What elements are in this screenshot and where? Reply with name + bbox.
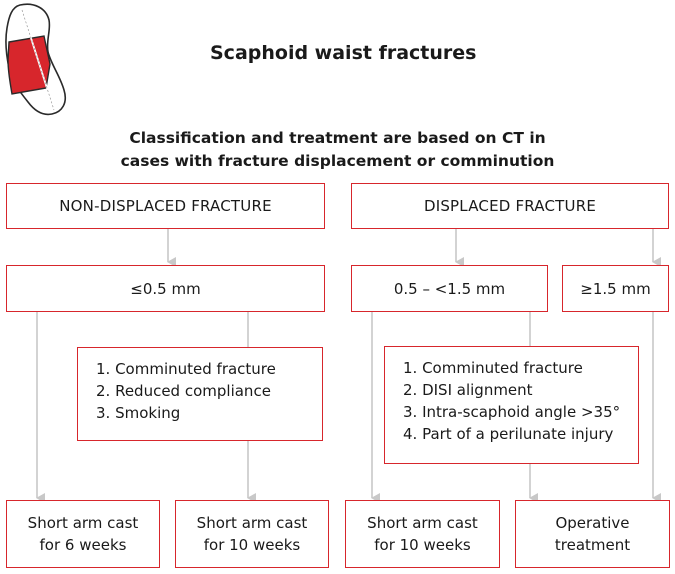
node-0-5-to-1-5-mm: 0.5 – <1.5 mm: [351, 265, 548, 312]
risk-left-item-2: 2. Reduced compliance: [96, 382, 271, 400]
node-lte-0-5-mm: ≤0.5 mm: [6, 265, 325, 312]
scaphoid-bone-icon: [5, 3, 67, 116]
node-displaced-fracture: DISPLACED FRACTURE: [351, 183, 669, 229]
node-gte-1-5-mm: ≥1.5 mm: [562, 265, 669, 312]
risk-left-item-1: 1. Comminuted fracture: [96, 360, 276, 378]
risk-right-item-1: 1. Comminuted fracture: [403, 359, 583, 377]
page-title: Scaphoid waist fractures: [210, 42, 477, 64]
risk-left-item-3: 3. Smoking: [96, 404, 181, 422]
subtitle: Classification and treatment are based o…: [0, 127, 675, 173]
subtitle-line-1: Classification and treatment are based o…: [129, 129, 546, 147]
risk-right-item-2: 2. DISI alignment: [403, 381, 533, 399]
risk-right-item-3: 3. Intra-scaphoid angle >35°: [403, 403, 621, 421]
risk-factors-displaced: 1. Comminuted fracture 2. DISI alignment…: [384, 346, 639, 464]
risk-right-item-4: 4. Part of a perilunate injury: [403, 425, 614, 443]
subtitle-line-2: cases with fracture displacement or comm…: [120, 152, 555, 170]
risk-factors-nondisplaced: 1. Comminuted fracture 2. Reduced compli…: [77, 347, 323, 441]
node-nondisplaced-fracture: NON-DISPLACED FRACTURE: [6, 183, 325, 229]
